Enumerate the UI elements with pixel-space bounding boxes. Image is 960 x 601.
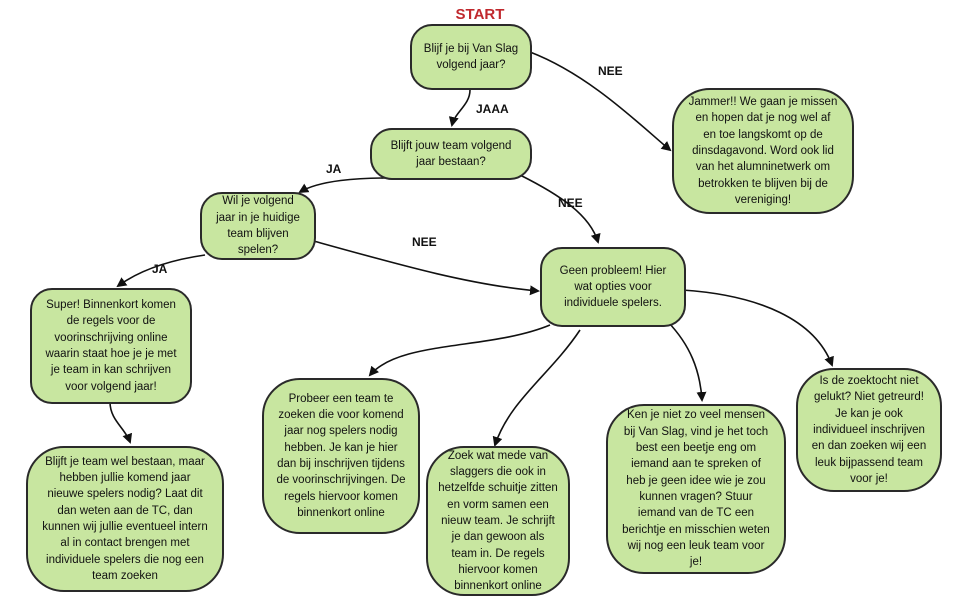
node-ask-tc: Ken je niet zo veel mensen bij Van Slag,… — [606, 404, 786, 574]
edge-stay-team-to-options — [309, 239, 540, 296]
node-individual-signup: Is de zoektocht niet gelukt? Niet getreu… — [796, 368, 942, 492]
edge-options-to-find-team — [368, 324, 551, 377]
node-find-team: Probeer een team te zoeken die voor kome… — [262, 378, 420, 534]
edge-options-to-new-team — [492, 329, 581, 447]
edge-label-nee: NEE — [558, 196, 583, 210]
node-new-team: Zoek wat mede van slaggers die ook in he… — [426, 446, 570, 596]
edge-label-ja: JA — [152, 262, 168, 276]
edge-label-jaaa: JAAA — [476, 102, 509, 116]
node-individual-options: Geen probleem! Hier wat opties voor indi… — [540, 247, 686, 327]
edge-label-nee: NEE — [598, 64, 623, 78]
edge-super-to-need-players — [109, 401, 133, 444]
node-stay-in-team: Wil je volgend jaar in je huidige team b… — [200, 192, 316, 260]
edge-team-exists-to-stay-team — [298, 177, 386, 194]
node-sorry-leaving: Jammer!! We gaan je missen en hopen dat … — [672, 88, 854, 214]
edge-options-to-ask-tc — [667, 321, 707, 402]
edge-team-exists-to-options — [519, 174, 601, 244]
node-super-rules: Super! Binnenkort komen de regels voor d… — [30, 288, 192, 404]
edge-options-to-individual — [681, 289, 834, 367]
edge-label-ja: JA — [326, 162, 342, 176]
node-team-exists: Blijft jouw team volgend jaar bestaan? — [370, 128, 532, 180]
start-label: START — [455, 6, 505, 23]
edge-stay-team-to-super — [116, 254, 206, 288]
edge-stay-club-to-sorry — [529, 51, 672, 152]
node-need-players: Blijft je team wel bestaan, maar hebben … — [26, 446, 224, 592]
edge-label-nee: NEE — [412, 235, 437, 249]
edge-stay-club-to-team-exists — [448, 89, 471, 127]
node-stay-at-club: Blijf je bij Van Slag volgend jaar? — [410, 24, 532, 90]
